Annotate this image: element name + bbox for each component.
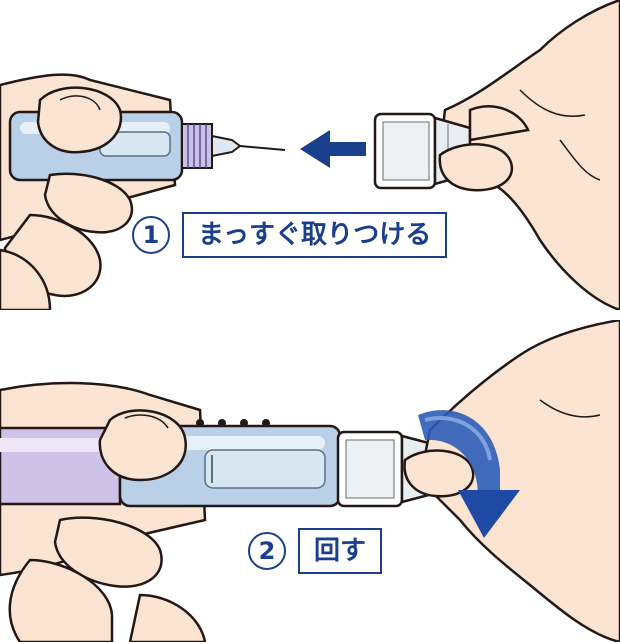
step-2-panel: 2 回す xyxy=(0,320,620,642)
left-arrow-icon xyxy=(300,130,366,168)
left-finger-1 xyxy=(43,172,133,234)
right-finger-front xyxy=(403,449,475,498)
step-2-illustration xyxy=(0,320,620,642)
step-1-panel: 1 まっすぐ取りつける xyxy=(0,0,620,310)
step-2-number: 2 xyxy=(248,532,286,570)
left-thumb xyxy=(36,86,123,154)
step-2-text: 回す xyxy=(298,528,383,574)
step-2-label: 2 回す xyxy=(248,528,383,574)
step-1-illustration xyxy=(0,0,620,310)
right-finger-front xyxy=(438,143,513,192)
left-thumb xyxy=(98,409,188,482)
step-1-label: 1 まっすぐ取りつける xyxy=(132,212,448,258)
left-finger-2 xyxy=(8,558,114,642)
left-finger-1 xyxy=(53,516,163,588)
rotate-arrow-icon xyxy=(418,410,520,538)
left-finger-3 xyxy=(0,248,52,310)
left-finger-3 xyxy=(128,593,207,642)
step-1-text: まっすぐ取りつける xyxy=(182,212,448,258)
step-1-number: 1 xyxy=(132,216,170,254)
